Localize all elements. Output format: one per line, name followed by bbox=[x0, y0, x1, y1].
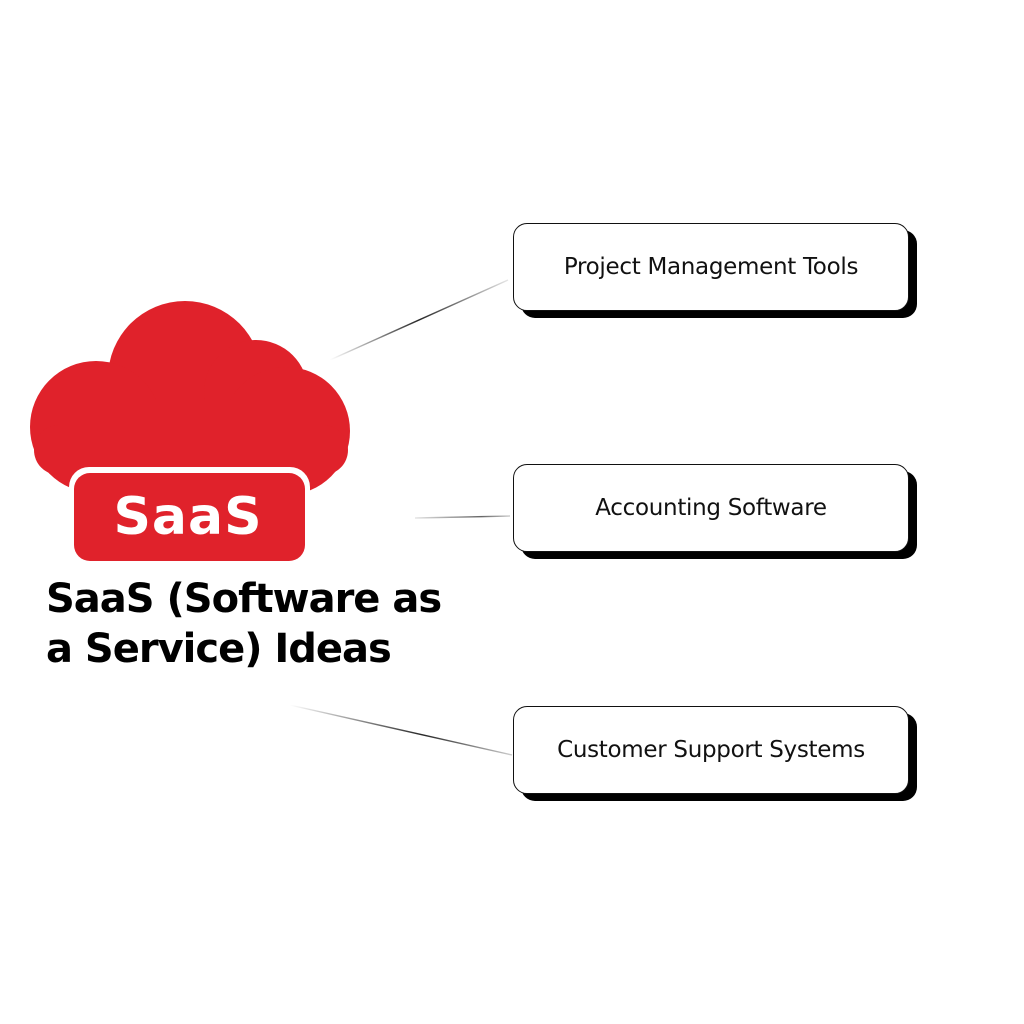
connector-line-customer-support bbox=[289, 704, 513, 756]
connector-line-project-management bbox=[329, 279, 509, 361]
page-title: SaaS (Software as a Service) Ideas bbox=[46, 574, 486, 674]
idea-label: Accounting Software bbox=[595, 495, 827, 521]
idea-label: Customer Support Systems bbox=[557, 737, 865, 763]
idea-box-project-management: Project Management Tools bbox=[513, 223, 909, 311]
connector-line-accounting bbox=[414, 515, 511, 519]
idea-label: Project Management Tools bbox=[563, 254, 859, 280]
saas-logo-label: SaaS bbox=[113, 487, 263, 547]
saas-badge bbox=[74, 473, 305, 561]
idea-box-accounting: Accounting Software bbox=[513, 464, 909, 552]
idea-box-customer-support: Customer Support Systems bbox=[513, 706, 909, 794]
title-line-2: a Service) Ideas bbox=[46, 626, 392, 672]
cloud-icon bbox=[30, 301, 350, 563]
title-line-1: SaaS (Software as bbox=[46, 576, 442, 622]
